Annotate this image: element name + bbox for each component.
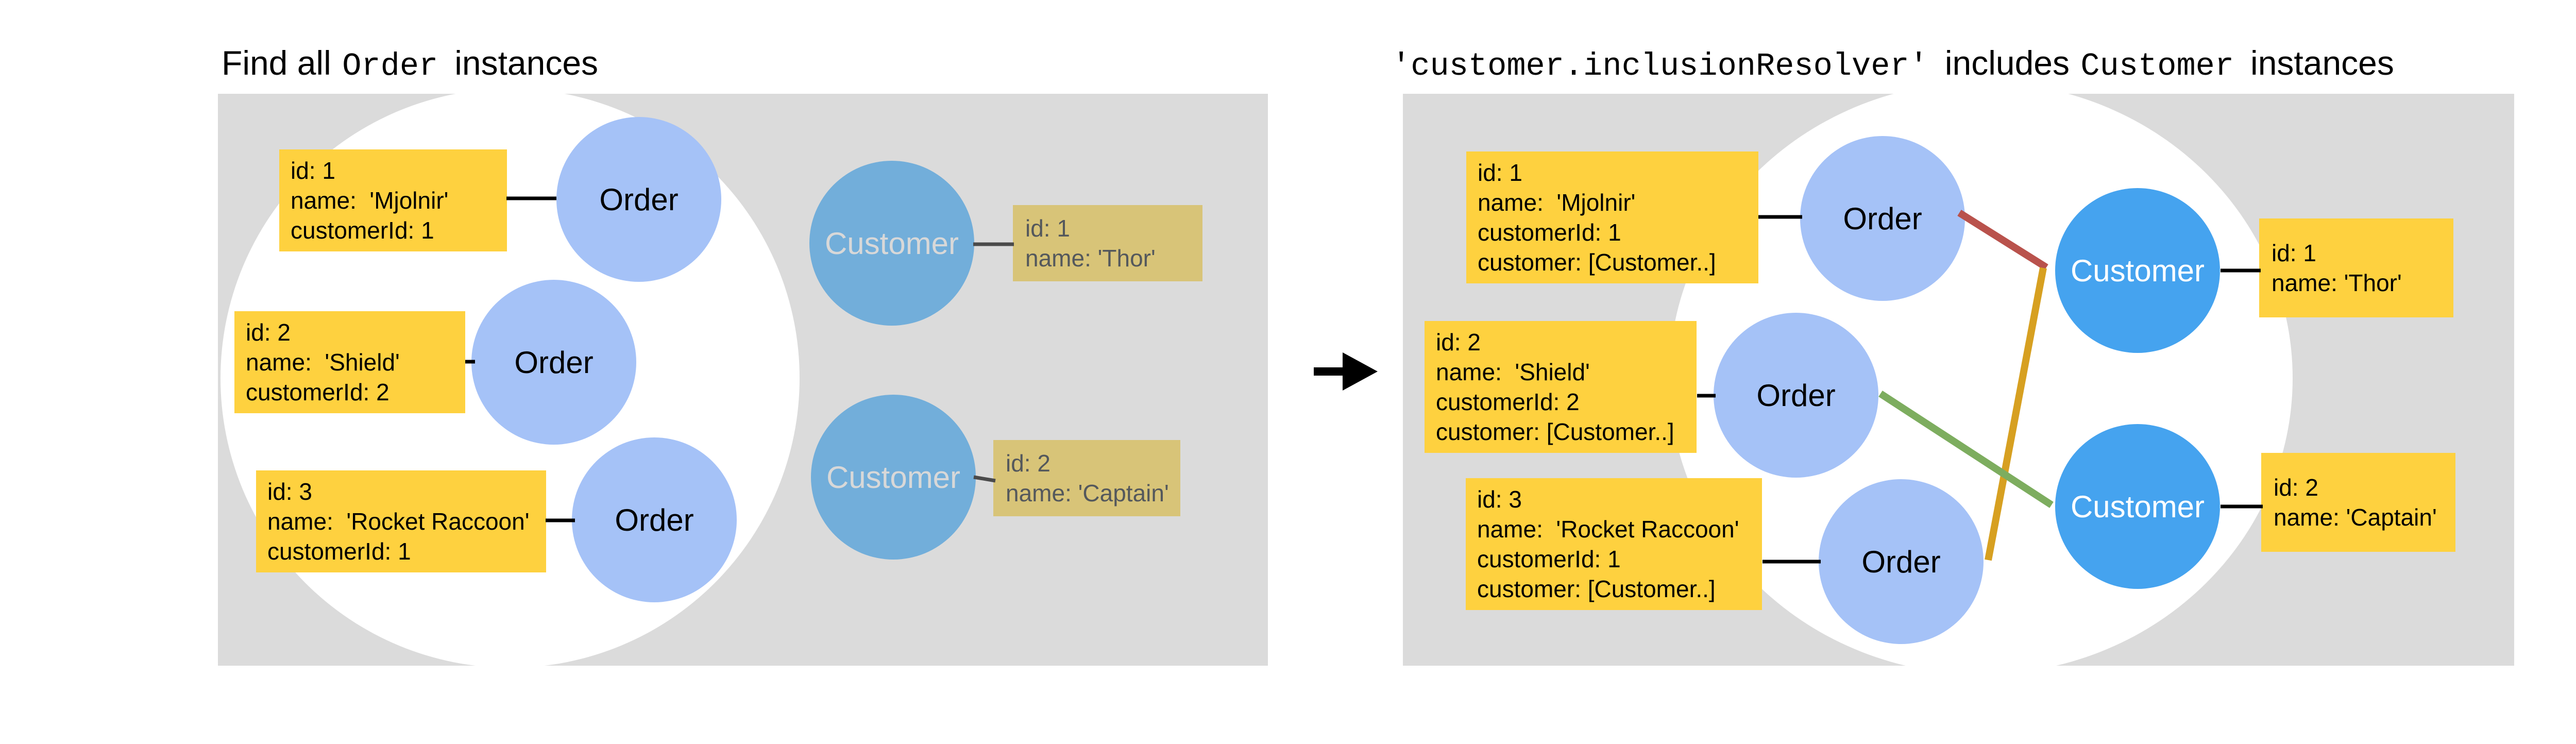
attr-line: customerId: 1 (267, 538, 411, 565)
attr-line: id: 2 (2274, 474, 2318, 501)
attr-line: id: 1 (291, 157, 335, 184)
attr-line: id: 2 (1436, 329, 1481, 356)
customer-node-1-muted: Customer (809, 161, 974, 326)
attr-line: id: 2 (246, 319, 291, 346)
left-title-code: Order (342, 48, 438, 84)
attr-line: name: 'Mjolnir' (1478, 189, 1636, 216)
customer-node-2-muted: Customer (811, 395, 976, 560)
customer-node-label: Customer (826, 460, 961, 495)
order-attr-box-2: id: 2 name: 'Shield' customerId: 2 (234, 311, 465, 413)
right-panel-title: 'customer.inclusionResolver' includes Cu… (1390, 43, 2394, 84)
attr-line: name: 'Captain' (2274, 504, 2437, 531)
customer-node-label: Customer (2070, 253, 2205, 288)
attr-line: id: 3 (267, 478, 312, 505)
attr-line: id: 2 (1006, 450, 1050, 477)
attr-line: name: 'Rocket Raccoon' (267, 508, 530, 535)
arrow-head (1343, 352, 1378, 391)
flow-arrow-icon (1314, 352, 1378, 391)
right-title-customer-code: Customer (2080, 48, 2234, 84)
order-node-label: Order (1843, 201, 1922, 236)
order-node-label: Order (615, 502, 694, 537)
order-node-2: Order (471, 280, 636, 445)
attr-line: customerId: 1 (291, 217, 434, 244)
customer-node-label: Customer (824, 226, 959, 261)
order-attr-box-1: id: 1 name: 'Mjolnir' customerId: 1 cust… (1466, 151, 1758, 283)
customer-node-label: Customer (2070, 489, 2205, 524)
order-node-label: Order (1861, 544, 1941, 579)
attr-line: name: 'Rocket Raccoon' (1477, 516, 1739, 543)
customer-attr-box-2: id: 2 name: 'Captain' (993, 440, 1180, 516)
order-node-1: Order (556, 117, 721, 282)
attr-line: customerId: 2 (246, 379, 389, 405)
left-panel: id: 1 name: 'Mjolnir' customerId: 1 id: … (218, 94, 1268, 666)
order-node-3: Order (1819, 479, 1984, 644)
order-attr-box-1: id: 1 name: 'Mjolnir' customerId: 1 (279, 149, 507, 251)
attr-line: name: 'Shield' (246, 349, 400, 376)
attr-line: customerId: 1 (1477, 546, 1621, 572)
order-node-1: Order (1800, 136, 1965, 301)
order-attr-box-3: id: 3 name: 'Rocket Raccoon' customerId:… (1466, 478, 1762, 610)
customer-attr-box-2: id: 2 name: 'Captain' (2261, 453, 2455, 552)
attr-line: name: 'Mjolnir' (291, 187, 449, 214)
attr-line: name: 'Captain' (1006, 480, 1169, 506)
left-title-suffix: instances (445, 44, 599, 82)
order-attr-box-2: id: 2 name: 'Shield' customerId: 2 custo… (1425, 321, 1697, 453)
order-node-label: Order (1756, 378, 1836, 413)
attr-line: id: 3 (1477, 486, 1522, 513)
left-panel-title: Find all Order instances (222, 43, 598, 84)
right-title-middle: includes (1935, 44, 2079, 82)
customer-node-2-active: Customer (2055, 424, 2220, 589)
order-node-label: Order (514, 345, 594, 380)
attr-line: name: 'Shield' (1436, 359, 1590, 385)
right-title-resolver-code: 'customer.inclusionResolver' (1392, 48, 1928, 84)
right-title-suffix: instances (2241, 44, 2394, 82)
customer-attr-box-1: id: 1 name: 'Thor' (1013, 205, 1202, 281)
order-node-3: Order (572, 437, 737, 602)
order-node-2: Order (1714, 313, 1878, 478)
attr-line: id: 1 (1478, 159, 1522, 186)
attr-line: customerId: 1 (1478, 219, 1621, 246)
attr-line: id: 1 (2272, 240, 2316, 266)
attr-line: customerId: 2 (1436, 388, 1580, 415)
order-attr-box-3: id: 3 name: 'Rocket Raccoon' customerId:… (256, 470, 546, 572)
attr-line: customer: [Customer..] (1436, 418, 1674, 445)
left-title-prefix: Find all (222, 44, 341, 82)
customer-node-1-active: Customer (2055, 188, 2220, 353)
right-panel: id: 1 name: 'Mjolnir' customerId: 1 cust… (1403, 94, 2514, 666)
attr-line: customer: [Customer..] (1477, 576, 1716, 602)
attr-line: customer: [Customer..] (1478, 249, 1716, 276)
attr-line: name: 'Thor' (1025, 245, 1156, 272)
attr-line: name: 'Thor' (2272, 269, 2402, 296)
attr-line: id: 1 (1025, 215, 1070, 242)
order-node-label: Order (599, 182, 679, 217)
customer-attr-box-1: id: 1 name: 'Thor' (2259, 218, 2453, 317)
